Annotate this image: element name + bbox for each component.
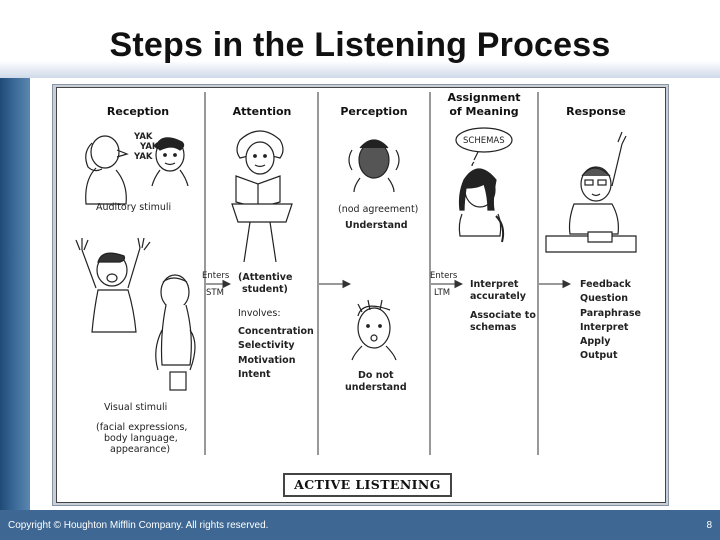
response-item: Paraphrase xyxy=(580,308,641,320)
involves-item: Selectivity xyxy=(238,340,295,352)
enters-stm-label: Enters xyxy=(202,271,229,281)
active-listening-box: ACTIVE LISTENING xyxy=(283,473,452,497)
header-assignment-line1: Assignment xyxy=(434,92,534,105)
copyright-text: Copyright © Houghton Mifflin Company. Al… xyxy=(8,520,268,531)
response-item: Feedback xyxy=(580,279,631,291)
visual-note-line-1: (facial expressions, xyxy=(96,422,187,434)
nodding-head-illustration xyxy=(349,140,399,192)
yak-label-1: YAK xyxy=(134,132,153,142)
enters-ltm-label: Enters xyxy=(430,271,457,281)
interpret-accurately-line-2: accurately xyxy=(470,291,526,303)
do-not-understand-line-2: understand xyxy=(345,382,407,394)
active-listening-label: ACTIVE LISTENING xyxy=(285,475,450,495)
involves-item: Intent xyxy=(238,369,271,381)
old-man-illustration xyxy=(156,275,195,390)
visual-note-line-3: appearance) xyxy=(110,444,170,456)
auditory-stimuli-label: Auditory stimuli xyxy=(96,202,171,214)
visual-note-line-2: body language, xyxy=(104,433,178,445)
response-item: Apply xyxy=(580,336,610,348)
stm-label: STM xyxy=(206,288,224,298)
yak-label-2: YAK xyxy=(140,142,159,152)
nod-agreement-label: (nod agreement) xyxy=(338,204,418,216)
involves-item: Motivation xyxy=(238,355,295,367)
attentive-student-illustration xyxy=(232,131,292,262)
header-assignment-line2: of Meaning xyxy=(434,106,534,119)
attentive-label-line-2: student) xyxy=(242,284,288,296)
interpret-accurately-line-1: Interpret xyxy=(470,279,518,291)
associate-schemas-line-2: schemas xyxy=(470,322,516,334)
involves-item: Concentration xyxy=(238,326,314,338)
understand-label: Understand xyxy=(345,220,408,232)
schemas-bubble-label: SCHEMAS xyxy=(463,136,505,146)
attentive-label-line-1: (Attentive xyxy=(238,272,292,284)
header-response: Response xyxy=(546,106,646,119)
page-number: 8 xyxy=(706,520,712,531)
do-not-understand-line-1: Do not xyxy=(358,370,394,382)
responding-student-illustration xyxy=(546,132,636,252)
response-item: Question xyxy=(580,293,628,305)
involves-label: Involves: xyxy=(238,308,281,320)
yak-label-3: YAK xyxy=(134,152,153,162)
ltm-label: LTM xyxy=(434,288,450,298)
header-reception: Reception xyxy=(88,106,188,119)
response-item: Interpret xyxy=(580,322,628,334)
associate-schemas-line-1: Associate to xyxy=(470,310,536,322)
shouting-boy-illustration xyxy=(76,238,150,332)
response-item: Output xyxy=(580,350,618,362)
visual-stimuli-label: Visual stimuli xyxy=(104,402,167,414)
talker-illustration xyxy=(86,136,127,204)
header-attention: Attention xyxy=(212,106,312,119)
confused-head-illustration xyxy=(352,300,396,360)
header-perception: Perception xyxy=(324,106,424,119)
